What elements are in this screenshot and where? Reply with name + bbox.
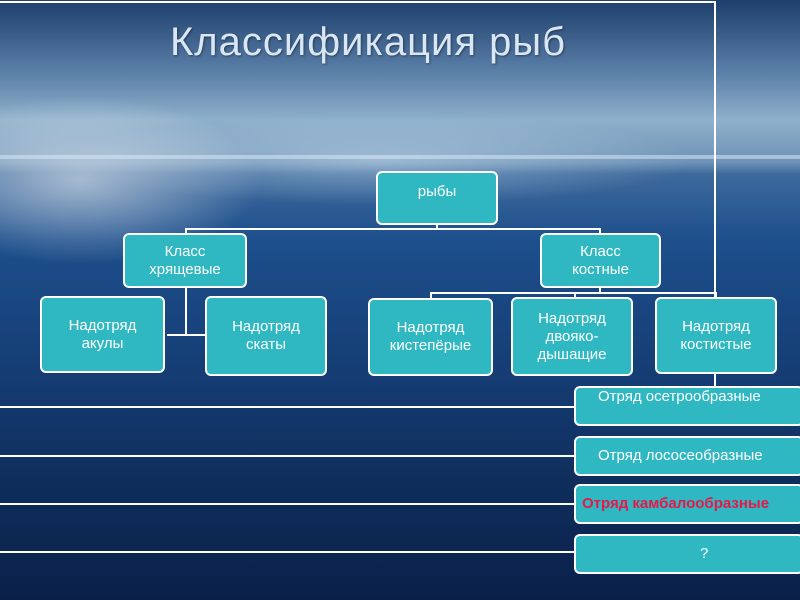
order-sturgeons: Отряд осетрообразные bbox=[574, 386, 800, 426]
order-flatfish: Отряд камбалообразные bbox=[574, 484, 800, 524]
order-label: Отряд лососеобразные bbox=[598, 447, 763, 464]
node-label: Класс хрящевые bbox=[149, 242, 221, 278]
connector bbox=[574, 292, 576, 298]
node-label: Надотряд акулы bbox=[68, 316, 137, 352]
connector bbox=[185, 286, 187, 336]
connector bbox=[715, 292, 717, 298]
node-superorder-rays: Надотряд скаты bbox=[205, 296, 327, 376]
connector bbox=[599, 228, 601, 235]
connector bbox=[430, 292, 432, 298]
frame-right-line bbox=[714, 1, 716, 387]
node-label: рыбы bbox=[417, 183, 457, 200]
node-label: Класс костные bbox=[572, 242, 629, 278]
order-label: Отряд осетрообразные bbox=[598, 388, 761, 405]
node-fish-root: рыбы bbox=[376, 171, 498, 225]
node-superorder-lobefin: Надотряд кистепёрые bbox=[368, 298, 493, 376]
frame-line-3 bbox=[0, 503, 576, 505]
node-label: Надотряд костистые bbox=[680, 317, 752, 353]
connector bbox=[185, 228, 601, 230]
connector bbox=[430, 292, 717, 294]
node-class-cartilaginous: Класс хрящевые bbox=[123, 233, 247, 288]
order-unknown: ? bbox=[574, 534, 800, 574]
node-label: Надотряд двояко- дышащие bbox=[537, 309, 607, 363]
node-superorder-lungfish: Надотряд двояко- дышащие bbox=[511, 297, 633, 376]
order-label: Отряд камбалообразные bbox=[582, 495, 770, 512]
order-salmonids: Отряд лососеобразные bbox=[574, 436, 800, 476]
frame-top-line bbox=[0, 1, 716, 3]
slide-title: Классификация рыб bbox=[170, 20, 567, 64]
node-superorder-sharks: Надотряд акулы bbox=[40, 296, 165, 373]
connector bbox=[436, 223, 438, 230]
node-label: Надотряд скаты bbox=[232, 318, 300, 353]
connector bbox=[599, 286, 601, 294]
frame-line-2 bbox=[0, 455, 576, 457]
horizon-glow bbox=[0, 155, 800, 159]
frame-line-4 bbox=[0, 551, 576, 553]
node-superorder-teleost: Надотряд костистые bbox=[655, 297, 777, 374]
frame-line-1 bbox=[0, 406, 576, 408]
connector bbox=[185, 228, 187, 235]
node-label: Надотряд кистепёрые bbox=[389, 319, 472, 354]
connector bbox=[167, 334, 205, 336]
node-class-bony: Класс костные bbox=[540, 233, 661, 288]
order-label: ? bbox=[700, 545, 709, 562]
